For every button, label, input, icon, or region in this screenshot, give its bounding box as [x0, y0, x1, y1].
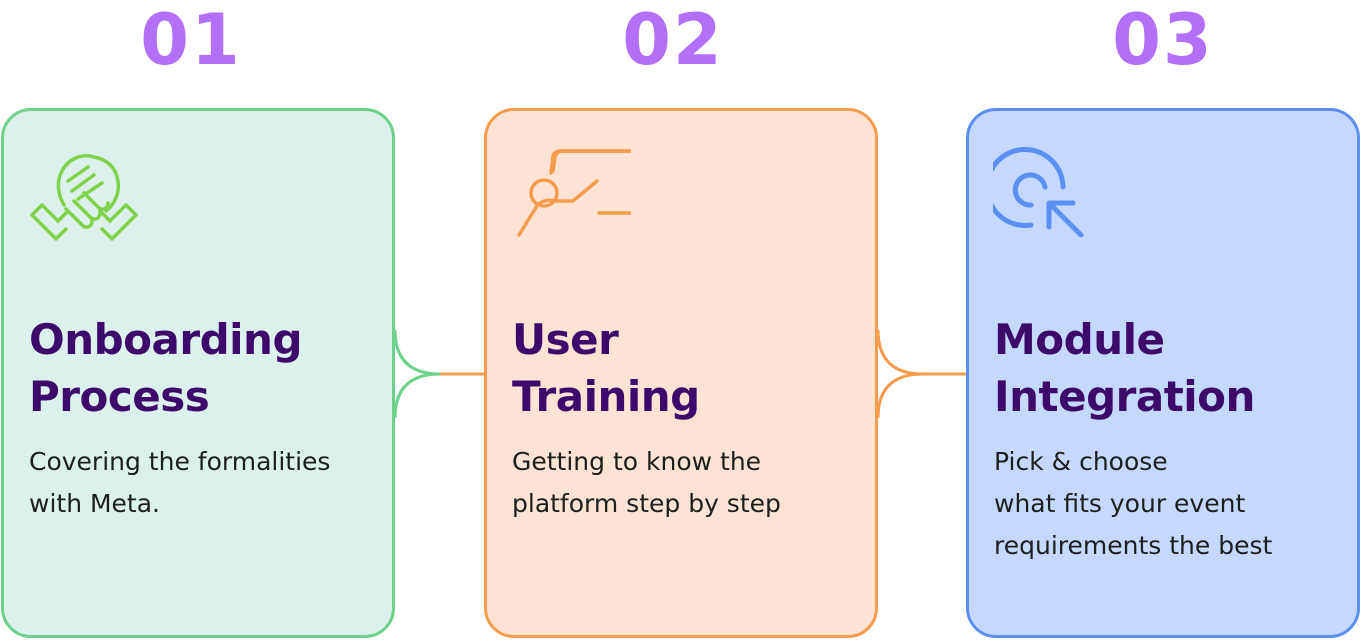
step-card-module-integration: Module Integration Pick & choose what fi…	[966, 108, 1360, 638]
step-card-user-training: User Training Getting to know the platfo…	[484, 108, 878, 638]
presentation-icon	[517, 149, 631, 237]
connector-2-3	[876, 329, 966, 419]
click-cursor-icon	[993, 147, 1084, 238]
step-description-line: with Meta.	[29, 489, 161, 518]
step-title-line: Training	[512, 372, 700, 421]
step-title-line: User	[512, 315, 619, 364]
step-title: User Training	[512, 311, 872, 425]
step-card-onboarding: Onboarding Process Covering the formalit…	[1, 108, 395, 638]
step-title: Onboarding Process	[29, 311, 389, 425]
step-title-line: Integration	[994, 372, 1255, 421]
step-description-line: what fits your event	[994, 489, 1246, 518]
connector-1-2	[393, 329, 484, 419]
step-description-line: Covering the formalities	[29, 447, 331, 476]
step-description: Getting to know the platform step by ste…	[512, 441, 872, 525]
step-title-line: Onboarding	[29, 315, 303, 364]
step-description-line: platform step by step	[512, 489, 781, 518]
step-description-line: requirements the best	[994, 531, 1273, 560]
step-number-2: 02	[622, 0, 724, 81]
step-title-line: Module	[994, 315, 1165, 364]
step-description-line: Getting to know the	[512, 447, 762, 476]
step-number-1: 01	[140, 0, 242, 81]
step-title: Module Integration	[994, 311, 1354, 425]
step-description-line: Pick & choose	[994, 447, 1168, 476]
step-title-line: Process	[29, 372, 210, 421]
step-description: Pick & choose what fits your event requi…	[994, 441, 1354, 567]
handshake-icon	[30, 154, 138, 241]
step-number-3: 03	[1112, 0, 1214, 81]
step-description: Covering the formalities with Meta.	[29, 441, 389, 525]
